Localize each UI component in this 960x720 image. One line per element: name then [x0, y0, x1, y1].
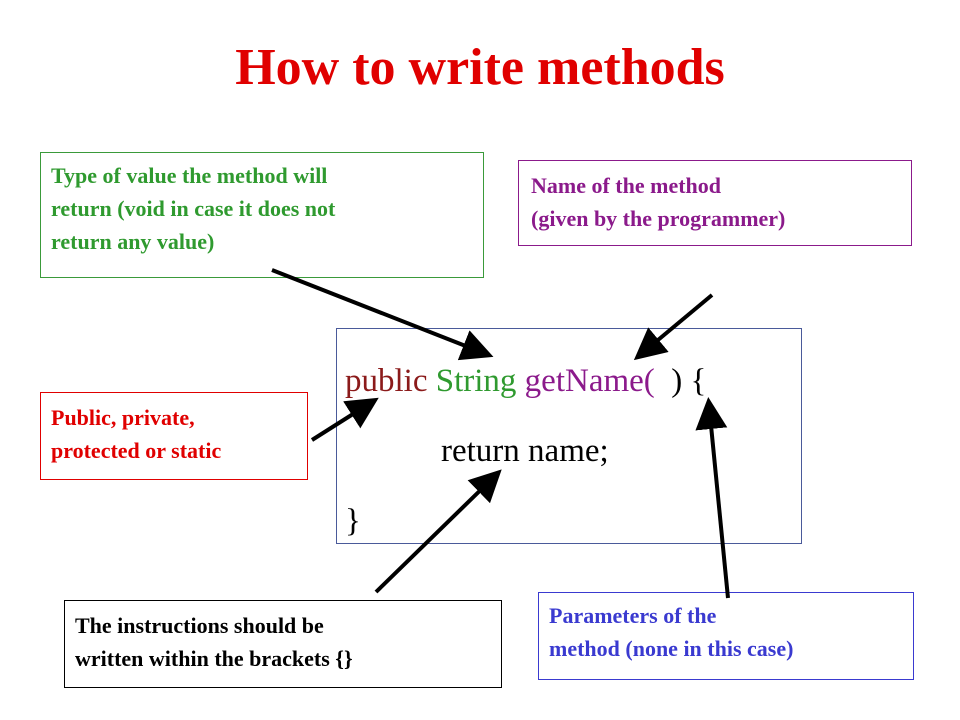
callout-line: return (void in case it does not [51, 196, 336, 221]
callout-line: return any value) [51, 229, 215, 254]
callout-line: Parameters of the [549, 603, 717, 628]
callout-line: method (none in this case) [549, 636, 794, 661]
callout-line: protected or static [51, 438, 222, 463]
access-modifier: public [345, 363, 428, 399]
method-signature: public String getName( ) { [345, 361, 706, 401]
callout-line: (given by the programmer) [531, 206, 786, 231]
callout-line: The instructions should be [75, 613, 324, 638]
modifier-callout: Public, private, protected or static [40, 392, 308, 480]
callout-line: Public, private, [51, 405, 195, 430]
closing-brace: } [345, 503, 361, 539]
callout-line: Name of the method [531, 173, 722, 198]
return-type: String [435, 363, 517, 399]
code-box: public String getName( ) { return name; … [336, 328, 802, 544]
parameters-callout: Parameters of the method (none in this c… [538, 592, 914, 680]
callout-line: Type of value the method will [51, 163, 328, 188]
instructions-callout: The instructions should be written withi… [64, 600, 502, 688]
callout-line: written within the brackets {} [75, 646, 353, 671]
method-body: return name; [441, 433, 609, 469]
parameter-list-close: ) { [654, 363, 707, 399]
method-name: getName( [524, 363, 655, 399]
page-title: How to write methods [235, 39, 725, 96]
method-name-callout: Name of the method (given by the program… [518, 160, 912, 246]
return-type-callout: Type of value the method will return (vo… [40, 152, 484, 278]
